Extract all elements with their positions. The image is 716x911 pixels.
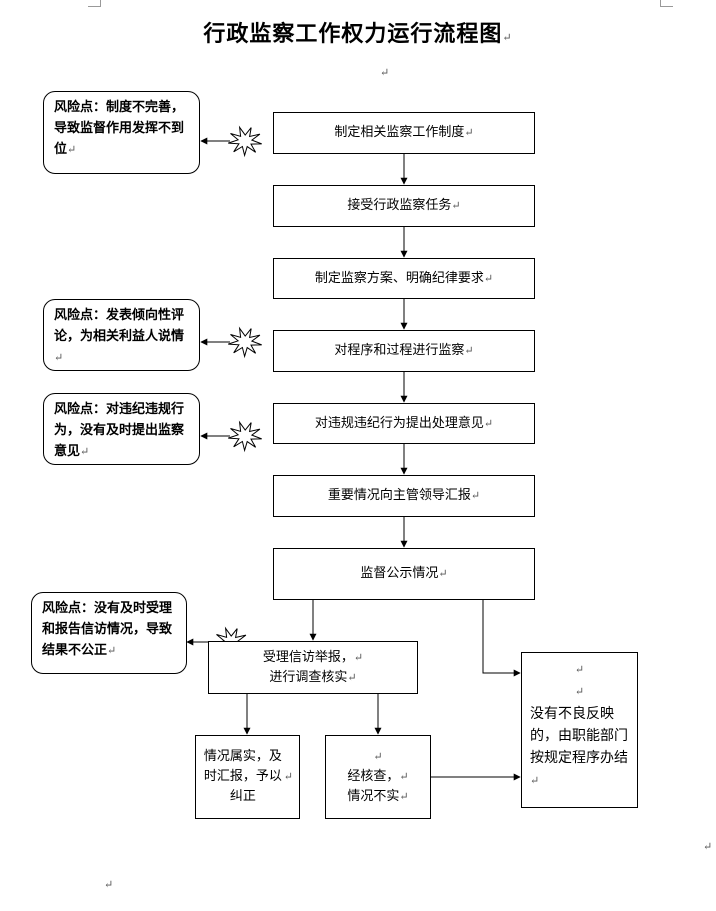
risk-box: 风险点：对违纪违规行为，没有及时提出监察意见↵ bbox=[43, 393, 200, 465]
step-box: 制定监察方案、明确纪律要求↵ bbox=[273, 258, 535, 299]
true-case-box: 情况属实，及时汇报，予以纠正↵ bbox=[195, 735, 300, 819]
arrow-step7-noissue bbox=[482, 600, 521, 677]
false-case-box: ↵ 经核查，↵ 情况不实↵ bbox=[325, 735, 431, 819]
risk-starburst bbox=[228, 125, 262, 158]
page-title: 行政监察工作权力运行流程图↵ bbox=[203, 21, 513, 47]
step-box: 对违规违纪行为提出处理意见↵ bbox=[273, 403, 535, 444]
paragraph-mark: ↵ bbox=[104, 878, 114, 891]
step-box: 制定相关监察工作制度↵ bbox=[273, 112, 535, 154]
step-box: 接受行政监察任务↵ bbox=[273, 185, 535, 227]
risk-starburst bbox=[228, 420, 262, 453]
step-box: 对程序和过程进行监察↵ bbox=[273, 330, 535, 372]
page-corner-mark bbox=[660, 0, 673, 7]
risk-box: 风险点：没有及时受理和报告信访情况，导致结果不公正↵ bbox=[31, 592, 187, 674]
risk-starburst bbox=[228, 326, 262, 359]
no-issue-box: ↵ ↵ 没有不良反映的，由职能部门按规定程序办结↵ bbox=[521, 652, 638, 808]
step-box: 重要情况向主管领导汇报↵ bbox=[273, 475, 535, 517]
paragraph-mark: ↵ bbox=[380, 66, 390, 79]
page-corner-mark bbox=[88, 0, 101, 7]
accept-box: 受理信访举报，↵ 进行调查核实↵ bbox=[208, 641, 418, 694]
risk-box: 风险点：发表倾向性评论，为相关利益人说情↵ bbox=[43, 299, 200, 371]
paragraph-mark: ↵ bbox=[703, 840, 713, 853]
step-box: 监督公示情况↵ bbox=[273, 548, 535, 600]
risk-box: 风险点：制度不完善，导致监督作用发挥不到位↵ bbox=[43, 91, 200, 174]
